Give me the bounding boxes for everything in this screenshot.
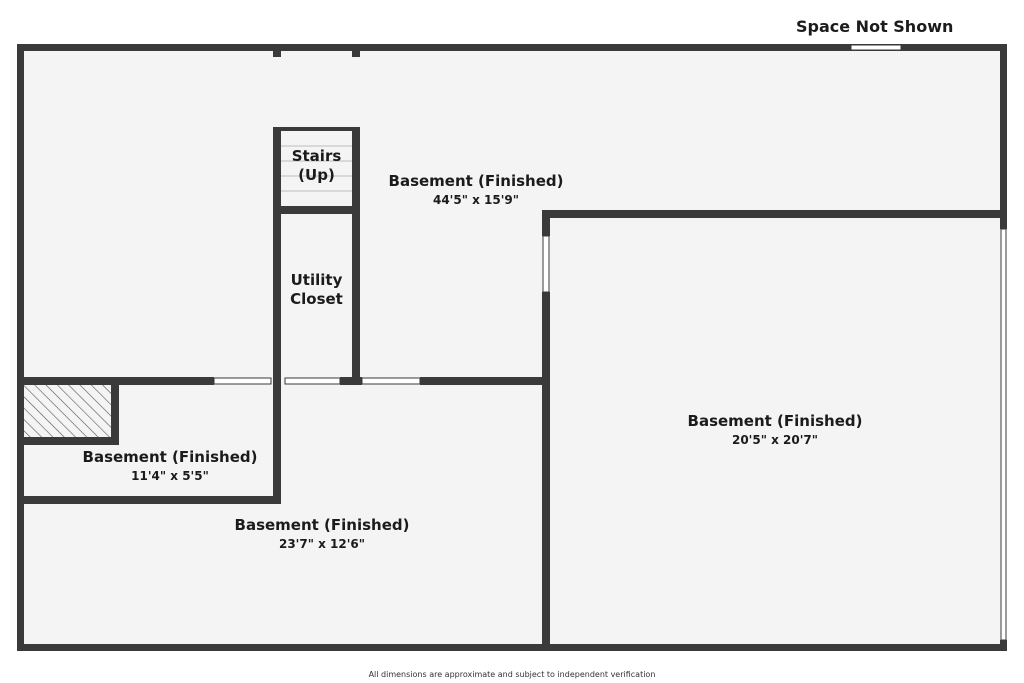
basement-main-name: Basement (Finished) [388,172,564,190]
basement-small-dimensions: 11'4" x 5'5" [131,468,209,483]
wall-left [17,44,24,651]
dimensions-disclaimer: All dimensions are approximate and subje… [368,670,656,679]
walls [17,44,1007,651]
wall-right-lower [1000,640,1007,651]
wall-hatch-right [111,377,119,445]
wall-stairs-divider [273,206,360,214]
stairs-label: Stairs (Up) [281,147,352,185]
wall-right-upper [1000,44,1007,229]
basement-right-dimensions: 20'5" x 20'7" [731,432,819,447]
basement-small-label: Basement (Finished) 11'4" x 5'5" [70,448,270,484]
stairs-name-line1: Stairs [291,147,342,165]
utility-closet-label: Utility Closet [281,271,352,309]
wall-stub [273,44,281,57]
wall-small-room-right [273,377,281,503]
opening-right-wall [1000,228,1007,641]
floor-area [20,48,1004,648]
basement-right-label: Basement (Finished) 20'5" x 20'7" [675,412,875,448]
wall-right-room-left [542,292,550,651]
stairs-name-line2: (Up) [298,165,335,184]
opening-mid-3 [361,377,421,385]
opening-right-room-left [542,235,550,293]
wall-small-room-bottom [17,496,281,504]
basement-small-name: Basement (Finished) [82,448,258,466]
wall-stub [352,44,360,57]
utility-name-line1: Utility [290,271,343,289]
utility-name-line2: Closet [290,289,343,308]
space-not-shown-label: Space Not Shown [796,17,954,36]
wall-stairs-top [273,127,360,131]
wall-hatch-bottom [17,437,119,445]
wall-right-room-top [542,210,1007,218]
wall-stairs-right [352,127,360,385]
wall-mid-post [340,377,362,385]
basement-main-dimensions: 44'5" x 15'9" [432,192,520,207]
stair-treads [281,145,352,192]
basement-bottom-dimensions: 23'7" x 12'6" [278,536,366,551]
basement-bottom-label: Basement (Finished) 23'7" x 12'6" [222,516,422,552]
opening-top-right [850,44,902,51]
wall-stairs-left [273,127,281,385]
opening-mid-1 [213,377,272,385]
wall-mid-right [420,377,550,385]
basement-bottom-name: Basement (Finished) [234,516,410,534]
opening-mid-2 [284,377,341,385]
wall-bottom [17,644,1007,651]
hatched-unfinished-area [24,384,115,441]
wall-top [17,44,1007,51]
openings [213,44,1007,641]
basement-main-label: Basement (Finished) 44'5" x 15'9" [376,172,576,208]
basement-right-name: Basement (Finished) [687,412,863,430]
wall-right-room-left-top [542,210,550,236]
